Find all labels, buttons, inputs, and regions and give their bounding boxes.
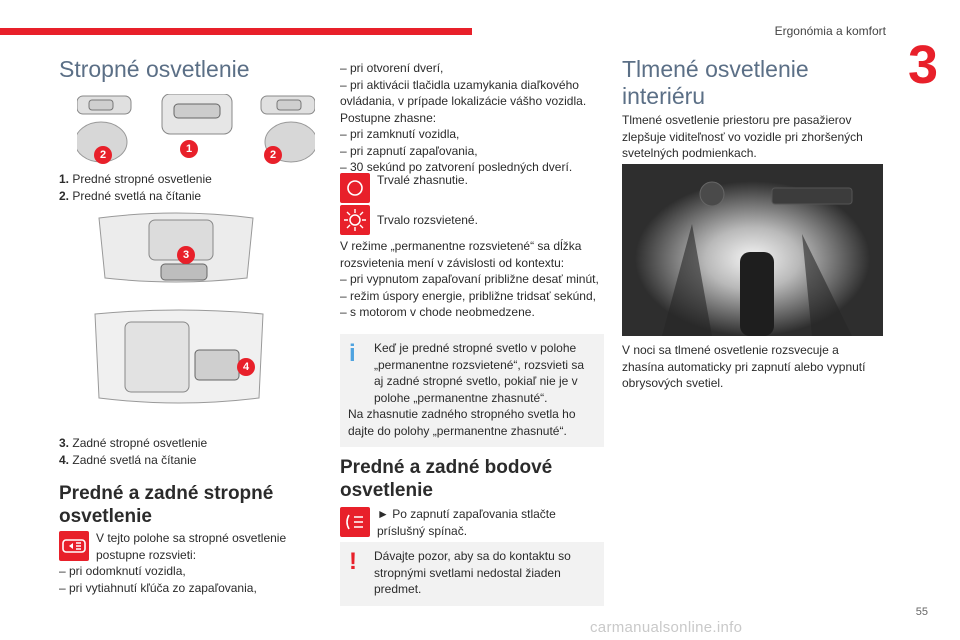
callout-1: 1 [180, 140, 198, 158]
off-text: Trvalé zhasnutie. [377, 173, 468, 187]
watermark: carmanualsonline.info [590, 619, 743, 636]
list-item: – pri zamknutí vozidla, [340, 127, 460, 141]
front-lamps-illustration [77, 94, 315, 163]
off-label: Postupne zhasne: [340, 110, 437, 125]
permanent-mode-text: V režime „permanentne rozsvietené“ sa dĺ… [340, 238, 604, 321]
info-icon: i [349, 340, 356, 367]
warning-note: ! Dávajte pozor, aby sa do kontaktu so s… [340, 542, 604, 606]
lamp-door-icon [59, 531, 89, 561]
on-text: Trvalo rozsvietené. [377, 213, 478, 227]
spot-row: ► Po zapnutí zapaľovania stlačte prísluš… [340, 506, 604, 539]
list-item: – pri odomknutí vozidla, [59, 564, 186, 578]
header-bar [0, 28, 472, 35]
off-row: Trvalé zhasnutie. [340, 172, 604, 203]
lamp-on-icon [340, 205, 370, 235]
warning-note-text: Dávajte pozor, aby sa do kontaktu so str… [374, 549, 571, 596]
legend-item: 4. Zadné svetlá na čítanie [59, 452, 197, 467]
list-item: – 30 sekúnd po zatvorení posledných dver… [340, 160, 573, 174]
ambient-light-photo [622, 164, 883, 336]
callout-2-right: 2 [264, 146, 282, 164]
rear-reading-lamp-illustration [94, 309, 264, 404]
info-note-text: Keď je predné stropné svetlo v polohe „p… [374, 341, 585, 405]
info-note-text-2: Na zhasnutie zadného stropného svetla ho… [348, 407, 576, 438]
callout-2-left: 2 [94, 146, 112, 164]
column-3: Tlmené osvetlenie interiéru Tlmené osvet… [622, 50, 884, 390]
on-row: Trvalo rozsvietené. [340, 204, 604, 235]
legend-item: 2. Predné svetlá na čítanie [59, 188, 202, 203]
legend-rear: 3. Zadné stropné osvetlenie 4. Zadné sve… [59, 435, 299, 468]
list-item: – s motorom v chode neobmedzene. [340, 305, 535, 319]
page-number: 55 [915, 606, 928, 618]
ambient-intro: Tlmené osvetlenie priestoru pre pasažier… [622, 113, 863, 160]
list-item: – pri vytiahnutí kľúča zo zapaľovania, [59, 580, 257, 595]
warning-icon: ! [349, 548, 357, 575]
spot-lamp-icon [340, 507, 370, 537]
section-title-spot: Predné a zadné bodové osvetlenie [340, 457, 553, 501]
door-mode-intro: V tejto polohe sa stropné osvetlenie pos… [96, 531, 287, 562]
legend-item: 3. Zadné stropné osvetlenie [59, 436, 208, 450]
list-item: – pri vypnutom zapaľovaní približne desa… [340, 272, 599, 286]
list-item: – režim úspory energie, približne tridsa… [340, 288, 596, 303]
legend-front: 1. Predné stropné osvetlenie 2. Predné s… [59, 171, 299, 204]
lamp-off-icon [340, 173, 370, 203]
legend-item: 1. Predné stropné osvetlenie [59, 172, 212, 186]
door-mode-row: V tejto polohe sa stropné osvetlenie pos… [59, 530, 299, 563]
door-mode-list: – pri odomknutí vozidla, – pri vytiahnut… [59, 563, 299, 596]
ambient-night: V noci sa tlmené osvetlenie rozsvecuje a… [622, 343, 866, 390]
rear-lamp-illustration [98, 212, 254, 283]
header-title: Ergonómia a komfort [774, 24, 886, 38]
section-title-front-rear: Predné a zadné stropné osvetlenie [59, 483, 274, 527]
callout-4: 4 [237, 358, 255, 376]
list-item: – pri aktivácii tlačidla uzamykania diaľ… [340, 77, 587, 109]
chapter-number: 3 [907, 35, 938, 95]
permanent-intro: V režime „permanentne rozsvietené“ sa dĺ… [340, 239, 582, 270]
list-item: – pri otvorení dverí, [340, 61, 444, 75]
on-conditions-list: – pri otvorení dverí, – pri aktivácii tl… [340, 60, 604, 176]
list-item: – pri zapnutí zapaľovania, [340, 143, 478, 158]
section-title-ceiling: Stropné osvetlenie [59, 56, 250, 82]
callout-3: 3 [177, 246, 195, 264]
section-title-ambient: Tlmené osvetlenie interiéru [622, 56, 809, 109]
spot-text: ► Po zapnutí zapaľovania stlačte prísluš… [377, 507, 556, 538]
info-note: i Keď je predné stropné svetlo v polohe … [340, 334, 604, 447]
column-1: Stropné osvetlenie 1 2 2 1. Predné strop… [59, 50, 315, 595]
